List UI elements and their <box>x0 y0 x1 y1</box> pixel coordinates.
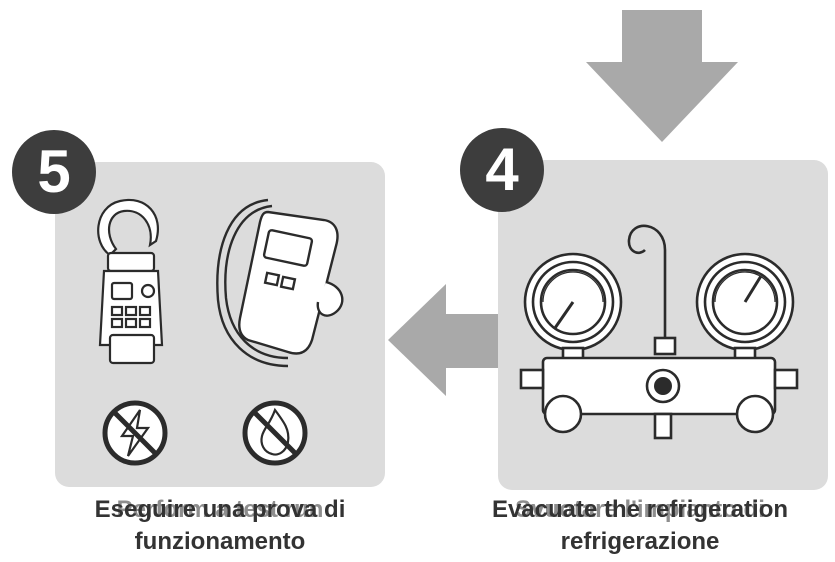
no-electricity-icon <box>102 400 168 466</box>
step-5-badge: 5 <box>12 130 96 214</box>
clamp-meter-icon <box>97 198 164 365</box>
step-5-caption-line2: funzionamento <box>134 528 306 555</box>
manifold-gauge-icon <box>519 224 799 440</box>
step-4-caption: Evacuate the refrigeration Svuotare l'im… <box>450 494 830 558</box>
step-4-badge: 4 <box>460 128 544 212</box>
step-5-caption-overlay: Perform a test run <box>116 496 324 523</box>
step-4-caption-line1: Evacuate the refrigeration <box>491 496 789 523</box>
leak-detector-icon <box>216 198 344 368</box>
step-5-caption: Eseguire una prova di Perform a test run… <box>55 494 385 558</box>
no-flame-icon <box>242 400 308 466</box>
step-4-caption-overlay: Svuotare l'impianto di <box>515 496 765 523</box>
step-4-caption-line2: refrigerazione <box>560 528 720 555</box>
step-5-caption-line1: Eseguire una prova di <box>94 496 346 523</box>
